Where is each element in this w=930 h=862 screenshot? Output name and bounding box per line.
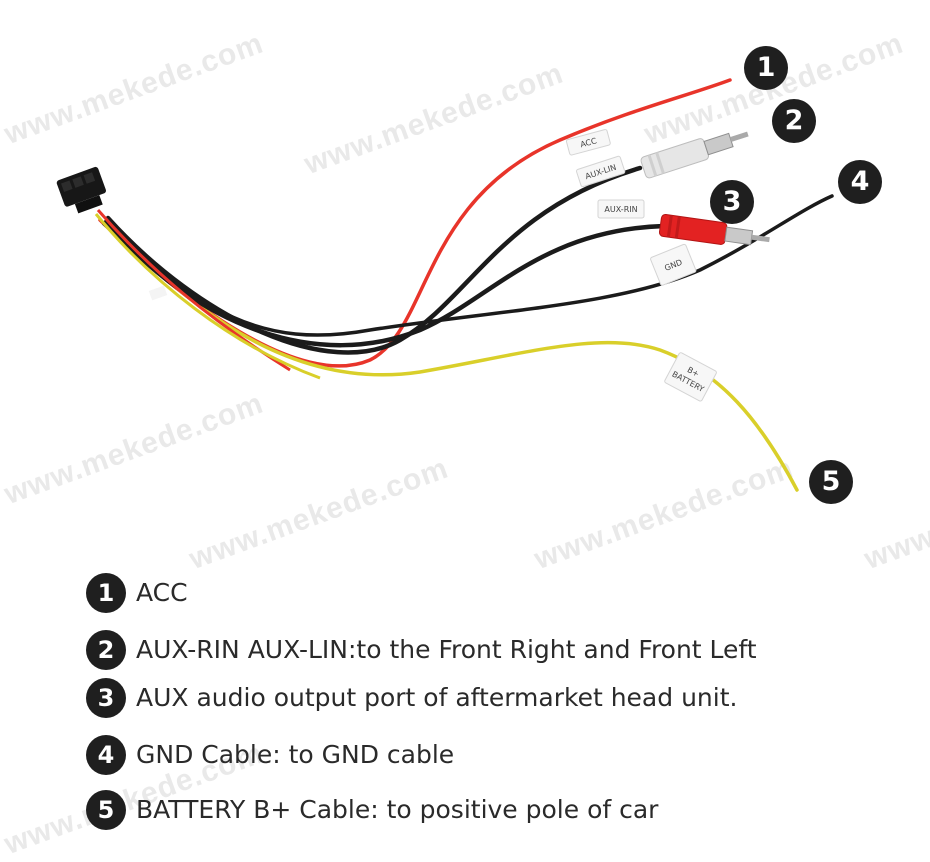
aux-rin-tag-text: AUX-RIN xyxy=(604,205,637,214)
legend-item-4: 4 GND Cable: to GND cable xyxy=(86,734,906,776)
aux-lin-tag: AUX-LIN xyxy=(576,155,626,188)
legend-number: 3 xyxy=(86,678,126,718)
wiring-harness-photo: ACC AUX-LIN AUX-RIN GND B+ BATTERY xyxy=(56,78,834,492)
gnd-tag: GND xyxy=(650,243,697,286)
callout-5: 5 xyxy=(809,460,853,504)
legend-number: 1 xyxy=(86,573,126,613)
legend-text: AUX audio output port of aftermarket hea… xyxy=(136,683,738,712)
legend-number: 2 xyxy=(86,630,126,670)
aux-rin-tag: AUX-RIN xyxy=(597,199,645,219)
callout-3: 3 xyxy=(710,180,754,224)
legend-number: 5 xyxy=(86,790,126,830)
legend-item-1: 1 ACC xyxy=(86,572,906,614)
legend-item-3: 3 AUX audio output port of aftermarket h… xyxy=(86,677,906,719)
legend-item-5: 5 BATTERY B+ Cable: to positive pole of … xyxy=(86,789,906,831)
aux-rin-black-wire xyxy=(103,219,667,348)
callout-2: 2 xyxy=(772,99,816,143)
battery-tag: B+ BATTERY xyxy=(664,352,717,402)
callout-1: 1 xyxy=(744,46,788,90)
harness-connector xyxy=(56,166,106,214)
legend-text: AUX-RIN AUX-LIN:to the Front Right and F… xyxy=(136,635,757,664)
legend-number: 4 xyxy=(86,735,126,775)
acc-tag: ACC xyxy=(565,129,611,156)
acc-tag-text: ACC xyxy=(579,136,598,149)
aux-lin-black-wire xyxy=(105,165,643,355)
red-rca-plug xyxy=(658,214,770,246)
legend-text: ACC xyxy=(136,578,188,607)
legend-item-2: 2 AUX-RIN AUX-LIN:to the Front Right and… xyxy=(86,629,906,671)
battery-yellow-wire xyxy=(108,223,799,492)
white-rca-plug xyxy=(640,131,749,179)
legend-text: GND Cable: to GND cable xyxy=(136,740,455,769)
legend-text: BATTERY B+ Cable: to positive pole of ca… xyxy=(136,795,659,824)
callout-4: 4 xyxy=(838,160,882,204)
